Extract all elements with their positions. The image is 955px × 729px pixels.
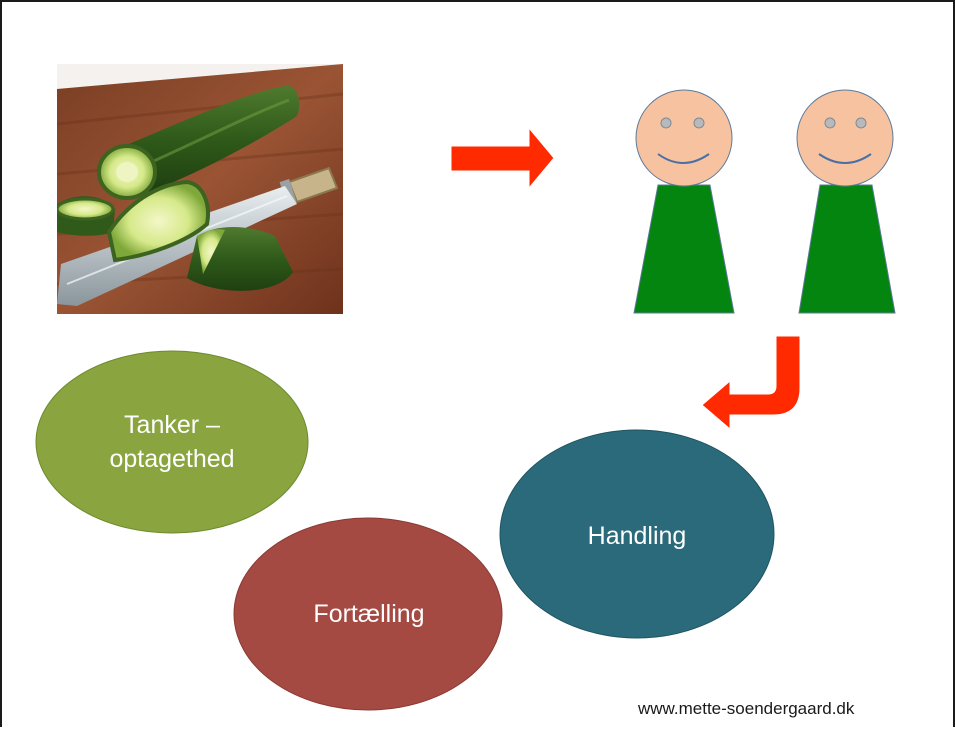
person-left-body	[634, 185, 734, 313]
oval-action-label: Handling	[537, 519, 737, 553]
oval-thoughts-line1: Tanker –	[72, 408, 272, 442]
footer-url: www.mette-soendergaard.dk	[638, 699, 854, 719]
person-right-body	[799, 185, 895, 313]
right-arrow	[451, 128, 554, 188]
person-right	[797, 90, 895, 313]
bent-arrow	[702, 336, 800, 429]
oval-thoughts-line2: optagethed	[72, 442, 272, 476]
person-left-face	[636, 90, 732, 186]
oval-story-label: Fortælling	[269, 597, 469, 631]
oval-thoughts-label: Tanker – optagethed	[72, 408, 272, 476]
person-right-face	[797, 90, 893, 186]
person-left	[634, 90, 734, 313]
